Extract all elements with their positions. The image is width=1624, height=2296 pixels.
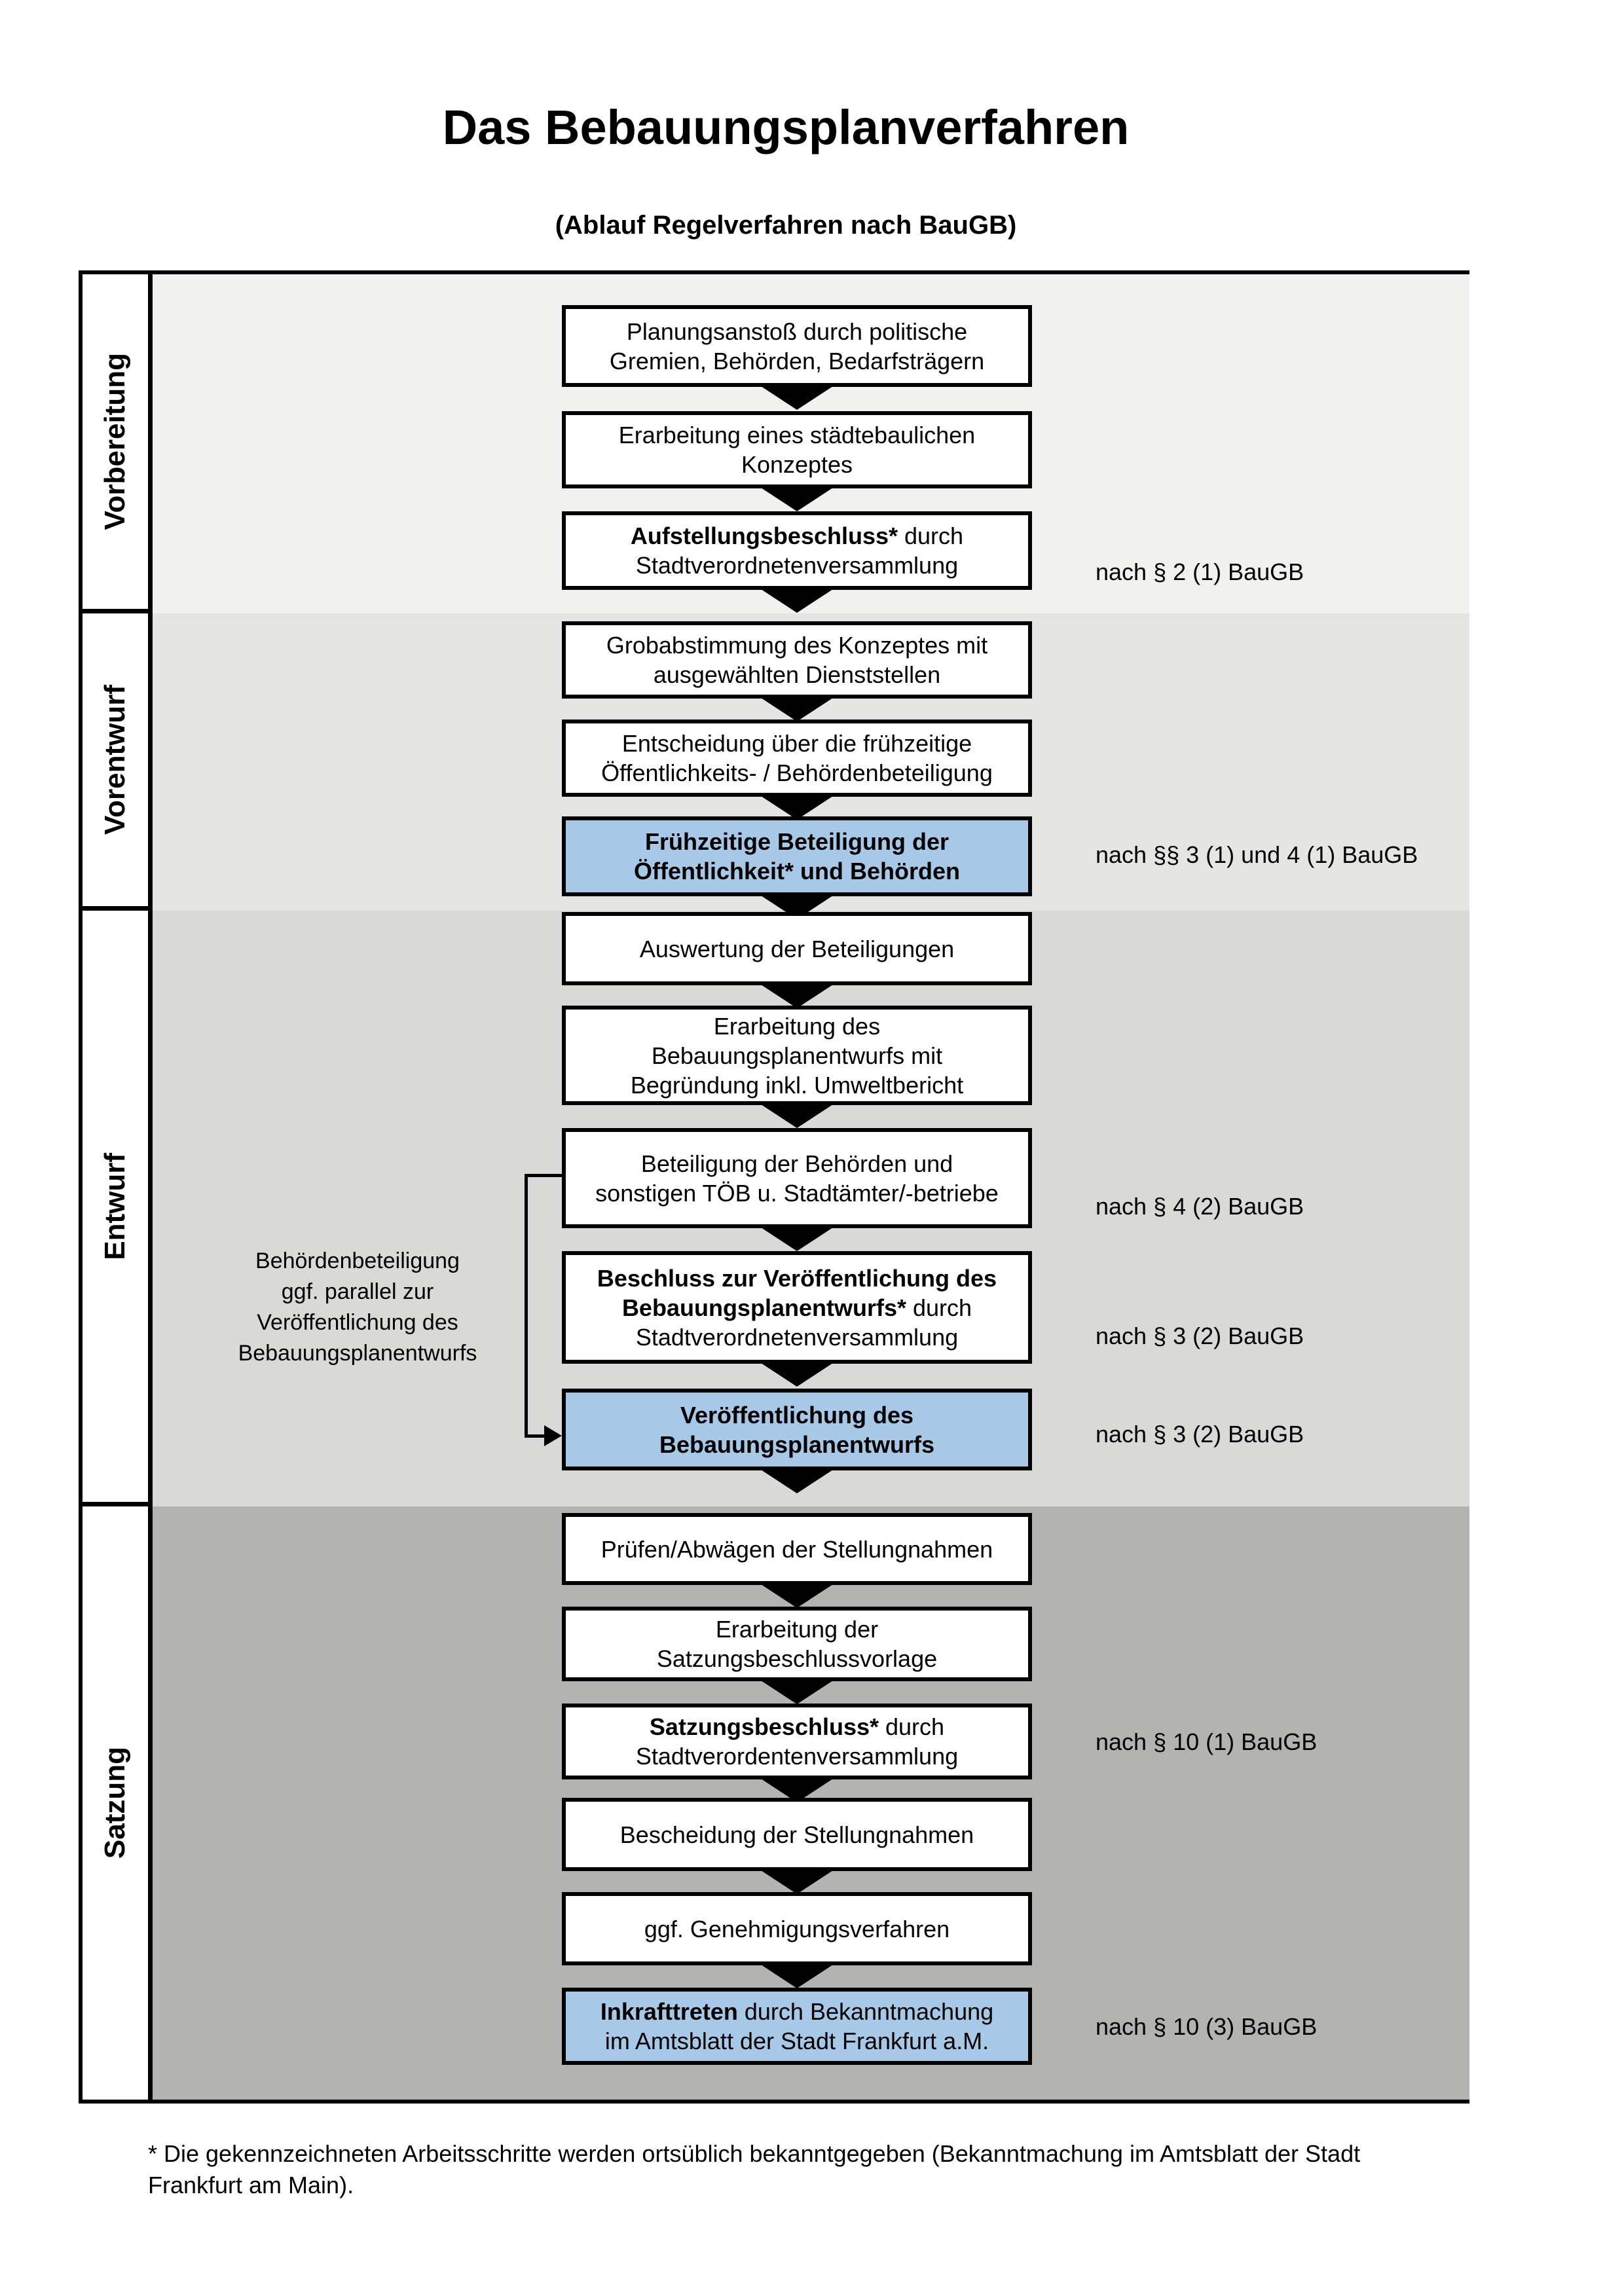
- phase-label: Satzung: [99, 1747, 131, 1859]
- flow-box-line: im Amtsblatt der Stadt Frankfurt a.M.: [604, 2028, 989, 2054]
- page-title: Das Bebauungsplanverfahren: [442, 100, 1130, 155]
- down-arrow-icon: [759, 1362, 835, 1387]
- legal-reference: nach § 3 (2) BauGB: [1096, 1322, 1304, 1349]
- phase-lane-entwurf: Entwurf: [83, 911, 148, 1506]
- parallel-connector-top-line: [525, 1174, 562, 1177]
- down-arrow-icon: [759, 697, 835, 721]
- flow-box-line: Satzungsbeschluss* durch: [649, 1713, 945, 1740]
- footnote-line: Frankfurt am Main).: [148, 2172, 354, 2198]
- flow-box-line: Beschluss zur Veröffentlichung des: [597, 1264, 997, 1292]
- flow-box: ggf. Genehmigungsverfahren: [562, 1892, 1032, 1965]
- flow-box-line: Bescheidung der Stellungnahmen: [619, 1821, 974, 1848]
- flow-box-line: Stadtverordentenversammlung: [635, 1743, 959, 1770]
- flow-box-line: Prüfen/Abwägen der Stellungnahmen: [600, 1535, 993, 1563]
- legal-reference: nach § 3 (2) BauGB: [1096, 1421, 1304, 1448]
- legal-reference: nach § 10 (1) BauGB: [1096, 1728, 1318, 1755]
- down-arrow-icon: [759, 1468, 835, 1493]
- flow-box-line: ggf. Genehmigungsverfahren: [644, 1915, 950, 1942]
- flow-box-line: Aufstellungsbeschluss* durch: [630, 522, 964, 549]
- flow-box-highlighted: Inkrafttreten durch Bekanntmachung im Amt…: [562, 1988, 1032, 2065]
- flow-box: Prüfen/Abwägen der Stellungnahmen: [562, 1513, 1032, 1585]
- parallel-connector-vertical-line: [525, 1174, 528, 1438]
- flow-box-line: Grobabstimmung des Konzeptes mit: [606, 632, 988, 659]
- flow-box-line: Erarbeitung eines städtebaulichen: [618, 422, 976, 448]
- down-arrow-icon: [759, 588, 835, 613]
- flow-box-line: Bebauungsplanentwurfs* durch: [621, 1294, 972, 1321]
- footnote: * Die gekennzeichneten Arbeitsschritte w…: [148, 2138, 1497, 2201]
- flow-box-line: Satzungsbeschlussvorlage: [656, 1645, 938, 1672]
- down-arrow-icon: [759, 1869, 835, 1894]
- page-subtitle: (Ablauf Regelverfahren nach BauGB): [555, 211, 1017, 240]
- down-arrow-icon: [759, 1679, 835, 1704]
- flow-box-line: Inkrafttreten durch Bekanntmachung: [600, 1998, 994, 2025]
- down-arrow-icon: [759, 795, 835, 820]
- flow-box-line: Stadtverordnetenversammlung: [635, 1323, 959, 1351]
- flow-box-line: Bebauungsplanentwurfs: [659, 1430, 935, 1458]
- flow-box-line: Bebauungsplanentwurfs mit: [651, 1042, 943, 1069]
- annotation-line: Veröffentlichung des: [257, 1310, 458, 1335]
- annotation-line: Behördenbeteiligung: [255, 1248, 460, 1273]
- flow-box-line: Öffentlichkeit* und Behörden: [633, 858, 961, 884]
- parallel-connector-bottom-line: [525, 1434, 545, 1438]
- phase-label: Vorentwurf: [99, 685, 131, 835]
- flow-box: Auswertung der Beteiligungen: [562, 912, 1032, 985]
- flow-box-line: ausgewählten Dienststellen: [653, 661, 941, 688]
- phase-lane-vorbereitung: Vorbereitung: [83, 274, 148, 613]
- down-arrow-icon: [759, 385, 835, 410]
- phase-label: Entwurf: [99, 1152, 131, 1260]
- flow-box-line: Öffentlichkeits- / Behördenbeteiligung: [601, 759, 993, 786]
- flow-box-line: Veröffentlichung des: [680, 1401, 914, 1429]
- legal-reference: nach § 4 (2) BauGB: [1096, 1193, 1304, 1220]
- legal-reference: nach § 10 (3) BauGB: [1096, 2013, 1318, 2040]
- flow-box-line: Beteiligung der Behörden und: [640, 1150, 953, 1177]
- annotation-line: ggf. parallel zur: [281, 1279, 434, 1304]
- down-arrow-icon: [759, 486, 835, 511]
- phase-lane-satzung: Satzung: [83, 1506, 148, 2100]
- phase-label: Vorbereitung: [99, 353, 131, 530]
- flow-box-line: Begründung inkl. Umweltbericht: [630, 1071, 964, 1099]
- flow-box-line: Planungsanstoß durch politische: [626, 318, 968, 345]
- flow-box-line: Gremien, Behörden, Bedarfsträgern: [609, 347, 985, 374]
- down-arrow-icon: [759, 1583, 835, 1608]
- down-arrow-icon: [759, 1963, 835, 1988]
- flow-box-line: sonstigen TÖB u. Stadtämter/-betriebe: [595, 1179, 999, 1207]
- down-arrow-icon: [759, 983, 835, 1008]
- annotation-line: Bebauungsplanentwurfs: [238, 1341, 477, 1366]
- legal-reference: nach §§ 3 (1) und 4 (1) BauGB: [1096, 841, 1418, 868]
- parallel-connector-arrow-icon: [544, 1425, 562, 1446]
- phase-lane-vorentwurf: Vorentwurf: [83, 613, 148, 911]
- flow-box-line: Erarbeitung des: [713, 1012, 881, 1040]
- flow-box-line: Stadtverordnetenversammlung: [635, 552, 959, 579]
- flow-box-line: Frühzeitige Beteiligung der: [644, 828, 950, 855]
- legal-reference: nach § 2 (1) BauGB: [1096, 558, 1304, 585]
- down-arrow-icon: [759, 1226, 835, 1251]
- flow-box: Bescheidung der Stellungnahmen: [562, 1798, 1032, 1871]
- flow-box-line: Erarbeitung der: [715, 1616, 879, 1643]
- down-arrow-icon: [759, 1103, 835, 1128]
- parallel-annotation: Behördenbeteiligung ggf. parallel zur Ve…: [194, 1246, 521, 1369]
- footnote-line: * Die gekennzeichneten Arbeitsschritte w…: [148, 2140, 1361, 2167]
- flow-box-line: Auswertung der Beteiligungen: [639, 935, 955, 962]
- flow-box-line: Konzeptes: [741, 451, 853, 478]
- flow-box-line: Entscheidung über die frühzeitige: [621, 730, 972, 757]
